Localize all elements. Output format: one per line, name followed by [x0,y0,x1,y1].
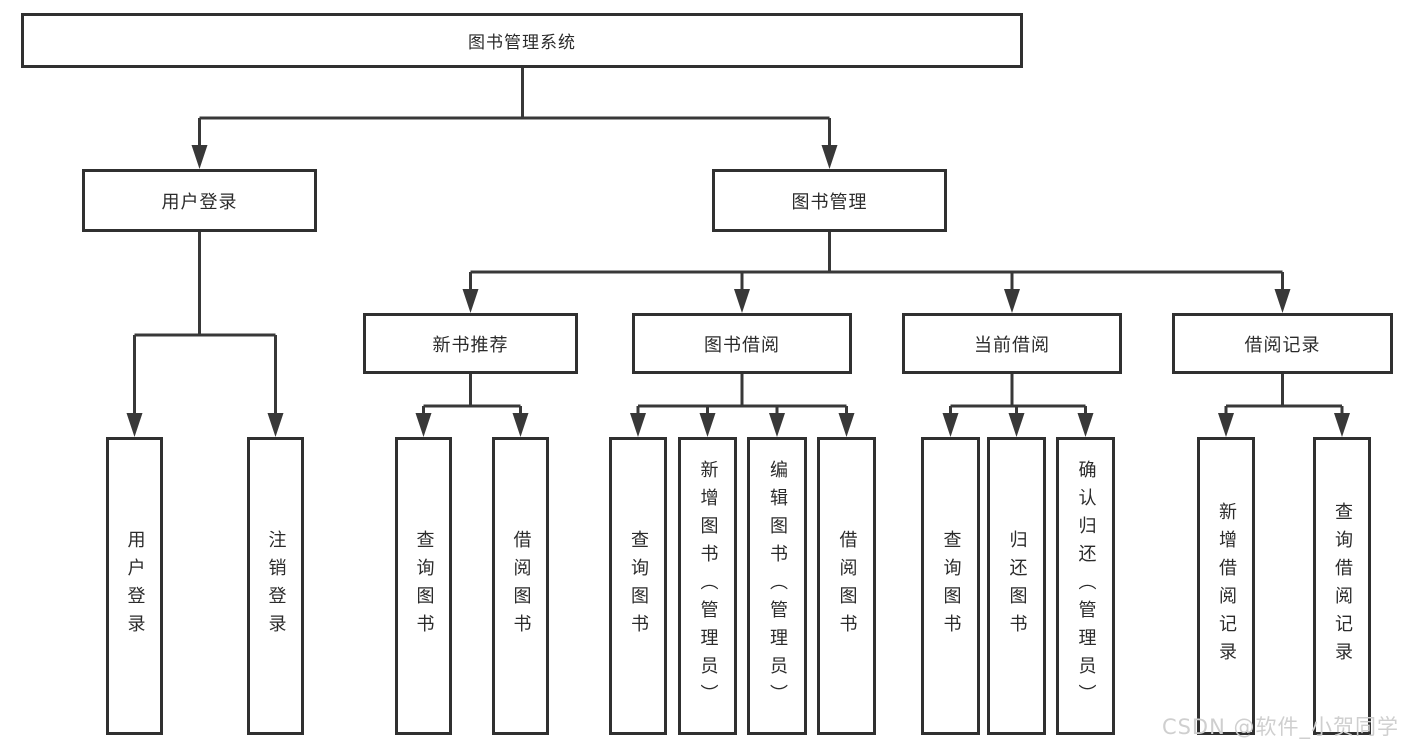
node-borrow-records: 借阅记录 [1172,313,1393,374]
leaf-query-books-borrow: 查询图书 [609,437,667,735]
leaf-confirm-return-admin: 确认归还（管理员） [1056,437,1115,735]
node-book-management: 图书管理 [712,169,947,232]
leaf-user-login: 用户登录 [106,437,163,735]
node-new-book-recommend: 新书推荐 [363,313,578,374]
node-user-login: 用户登录 [82,169,317,232]
leaf-borrow-books-recommend: 借阅图书 [492,437,549,735]
leaf-logout: 注销登录 [247,437,304,735]
leaf-return-books: 归还图书 [987,437,1046,735]
arrowheads [126,145,1350,437]
leaf-edit-books-admin: 编辑图书（管理员） [747,437,807,735]
node-current-borrow: 当前借阅 [902,313,1122,374]
node-library-management-system: 图书管理系统 [21,13,1023,68]
leaf-query-books-recommend: 查询图书 [395,437,452,735]
leaf-borrow-books: 借阅图书 [817,437,876,735]
csdn-watermark: CSDN @软件_小贺同学 [1161,715,1399,739]
leaf-query-books-current: 查询图书 [921,437,980,735]
node-book-borrow: 图书借阅 [632,313,852,374]
leaf-query-borrow-record: 查询借阅记录 [1313,437,1371,735]
leaf-add-books-admin: 新增图书（管理员） [678,437,737,735]
leaf-add-borrow-record: 新增借阅记录 [1197,437,1255,735]
